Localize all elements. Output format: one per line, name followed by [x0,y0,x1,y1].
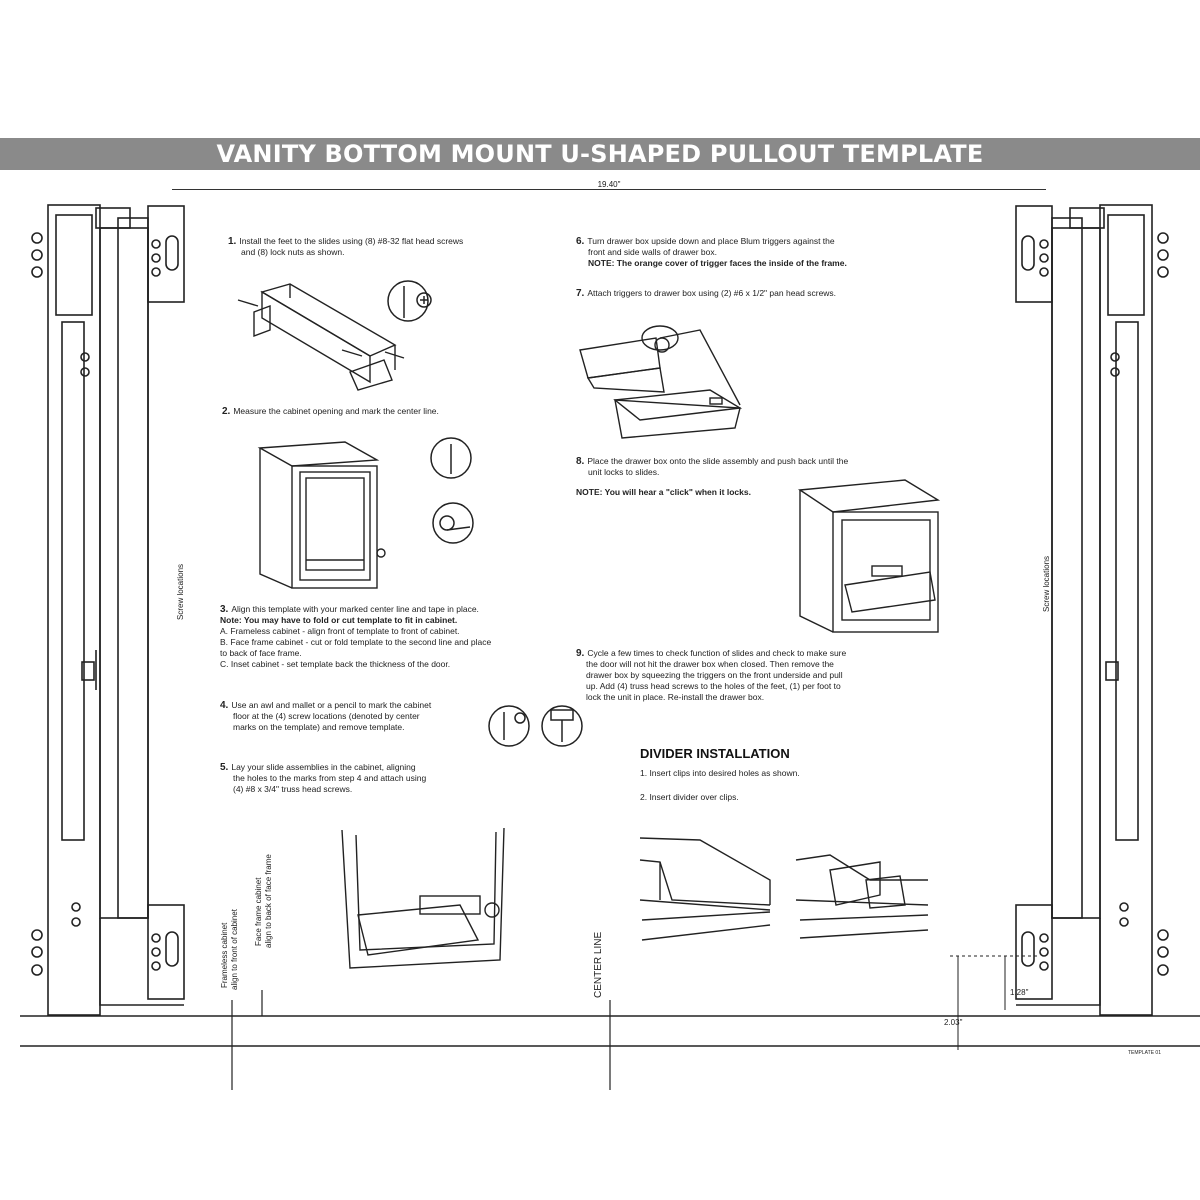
step-8: 8.Place the drawer box onto the slide as… [576,456,916,498]
step-6: 6.Turn drawer box upside down and place … [576,236,916,269]
center-line-label: CENTER LINE [593,931,604,998]
left-slide-holes [31,232,179,976]
step-4-line-1: Use an awl and mallet or a pencil to mar… [231,700,432,710]
step-4-line-2: floor at the (4) screw locations (denote… [233,711,420,721]
step-9-line-4: up. Add (4) truss head screws to the hol… [586,681,841,691]
step-9-line-5: lock the unit in place. Re-install the d… [586,692,765,702]
step-9-line-2: the door will not hit the drawer box whe… [586,659,834,669]
step-5: 5.Lay your slide assemblies in the cabin… [220,762,490,795]
step-2: 2.Measure the cabinet opening and mark t… [222,406,522,417]
left-slide-outline [47,204,185,1016]
divider-clips-illustration [639,837,771,941]
divider-item-1: 1. Insert clips into desired holes as sh… [640,768,800,778]
step-3: 3.Align this template with your marked c… [220,604,570,670]
pencil-icon-step2 [430,437,472,479]
step-6-line-2: front and side walls of drawer box. [588,247,717,257]
step-4: 4.Use an awl and mallet or a pencil to m… [220,700,490,733]
step-8-number: 8. [576,456,585,467]
drawer-box-triggers-illustration [579,325,743,439]
step-3-note: Note: You may have to fold or cut templa… [220,615,458,625]
width-dimension-label: 19.40" [593,180,625,189]
step-8-line-2: unit locks to slides. [588,467,660,477]
step-1: 1.Install the feet to the slides using (… [228,236,528,258]
screw-locations-label-right: Screw locations [1042,555,1051,612]
step-8-note: NOTE: You will hear a "click" when it lo… [576,487,751,497]
part-number: TEMPLATE 01 [1128,1050,1161,1056]
awl-icon [488,705,530,747]
installed-slide-illustration [341,827,505,969]
faceframe-label-1: Face frame cabinet [254,877,263,946]
step-6-note: NOTE: The orange cover of trigger faces … [588,258,847,268]
frameless-label-1: Frameless cabinet [220,922,229,988]
step-6-line-1: Turn drawer box upside down and place Bl… [587,236,835,246]
dim-bottom-label: 2.03" [944,1018,963,1027]
step-3-sub-c: C. Inset cabinet - set template back the… [220,659,451,669]
step-3-sub-b2: to back of face frame. [220,648,302,658]
screw-locations-label-left: Screw locations [176,563,185,620]
step-1-number: 1. [228,236,237,247]
slide-assembly-illustration [237,283,405,391]
screwdriver-icon-step1 [387,280,432,322]
width-dimension: 19.40" [172,180,1046,195]
step-3-sub-a: A. Frameless cabinet - align front of te… [220,626,460,636]
step-3-number: 3. [220,604,229,615]
step-9-line-1: Cycle a few times to check function of s… [587,648,847,658]
step-5-line-3: (4) #8 x 3/4" truss head screws. [233,784,353,794]
step-2-line-1: Measure the cabinet opening and mark the… [233,406,439,416]
step-9: 9.Cycle a few times to check function of… [576,648,906,703]
right-slide-outline [1015,204,1153,1016]
cabinet-illustration [257,441,386,589]
step-4-number: 4. [220,700,229,711]
step-8-line-1: Place the drawer box onto the slide asse… [587,456,849,466]
frameless-label-2: align to front of cabinet [230,909,239,990]
step-1-line-1: Install the feet to the slides using (8)… [239,236,464,246]
divider-insert-illustration [795,854,929,939]
step-5-number: 5. [220,762,229,773]
drawer-in-cabinet-illustration [797,479,941,633]
step-1-line-2: and (8) lock nuts as shown. [241,247,345,257]
dim-small-label: 1.28" [1010,988,1029,997]
step-5-line-2: the holes to the marks from step 4 and a… [233,773,427,783]
step-3-line-1: Align this template with your marked cen… [231,604,479,614]
right-slide-holes [1021,232,1169,976]
divider-heading: DIVIDER INSTALLATION [640,746,790,761]
faceframe-label-2: align to back of face frame [264,854,273,948]
divider-item-2: 2. Insert divider over clips. [640,792,739,802]
step-2-number: 2. [222,406,231,417]
step-9-number: 9. [576,648,585,659]
dimension-line [172,189,1046,190]
step-4-line-3: marks on the template) and remove templa… [233,722,405,732]
tape-icon-step2 [432,502,474,544]
step-7-number: 7. [576,288,585,299]
step-6-number: 6. [576,236,585,247]
step-7-line-1: Attach triggers to drawer box using (2) … [587,288,837,298]
step-9-line-3: drawer box by squeezing the triggers on … [586,670,843,680]
page-title: VANITY BOTTOM MOUNT U-SHAPED PULLOUT TEM… [0,138,1200,170]
step-7: 7.Attach triggers to drawer box using (2… [576,288,916,299]
step-3-sub-b: B. Face frame cabinet - cut or fold temp… [220,637,492,647]
mallet-icon [541,705,583,747]
step-5-line-1: Lay your slide assemblies in the cabinet… [231,762,416,772]
